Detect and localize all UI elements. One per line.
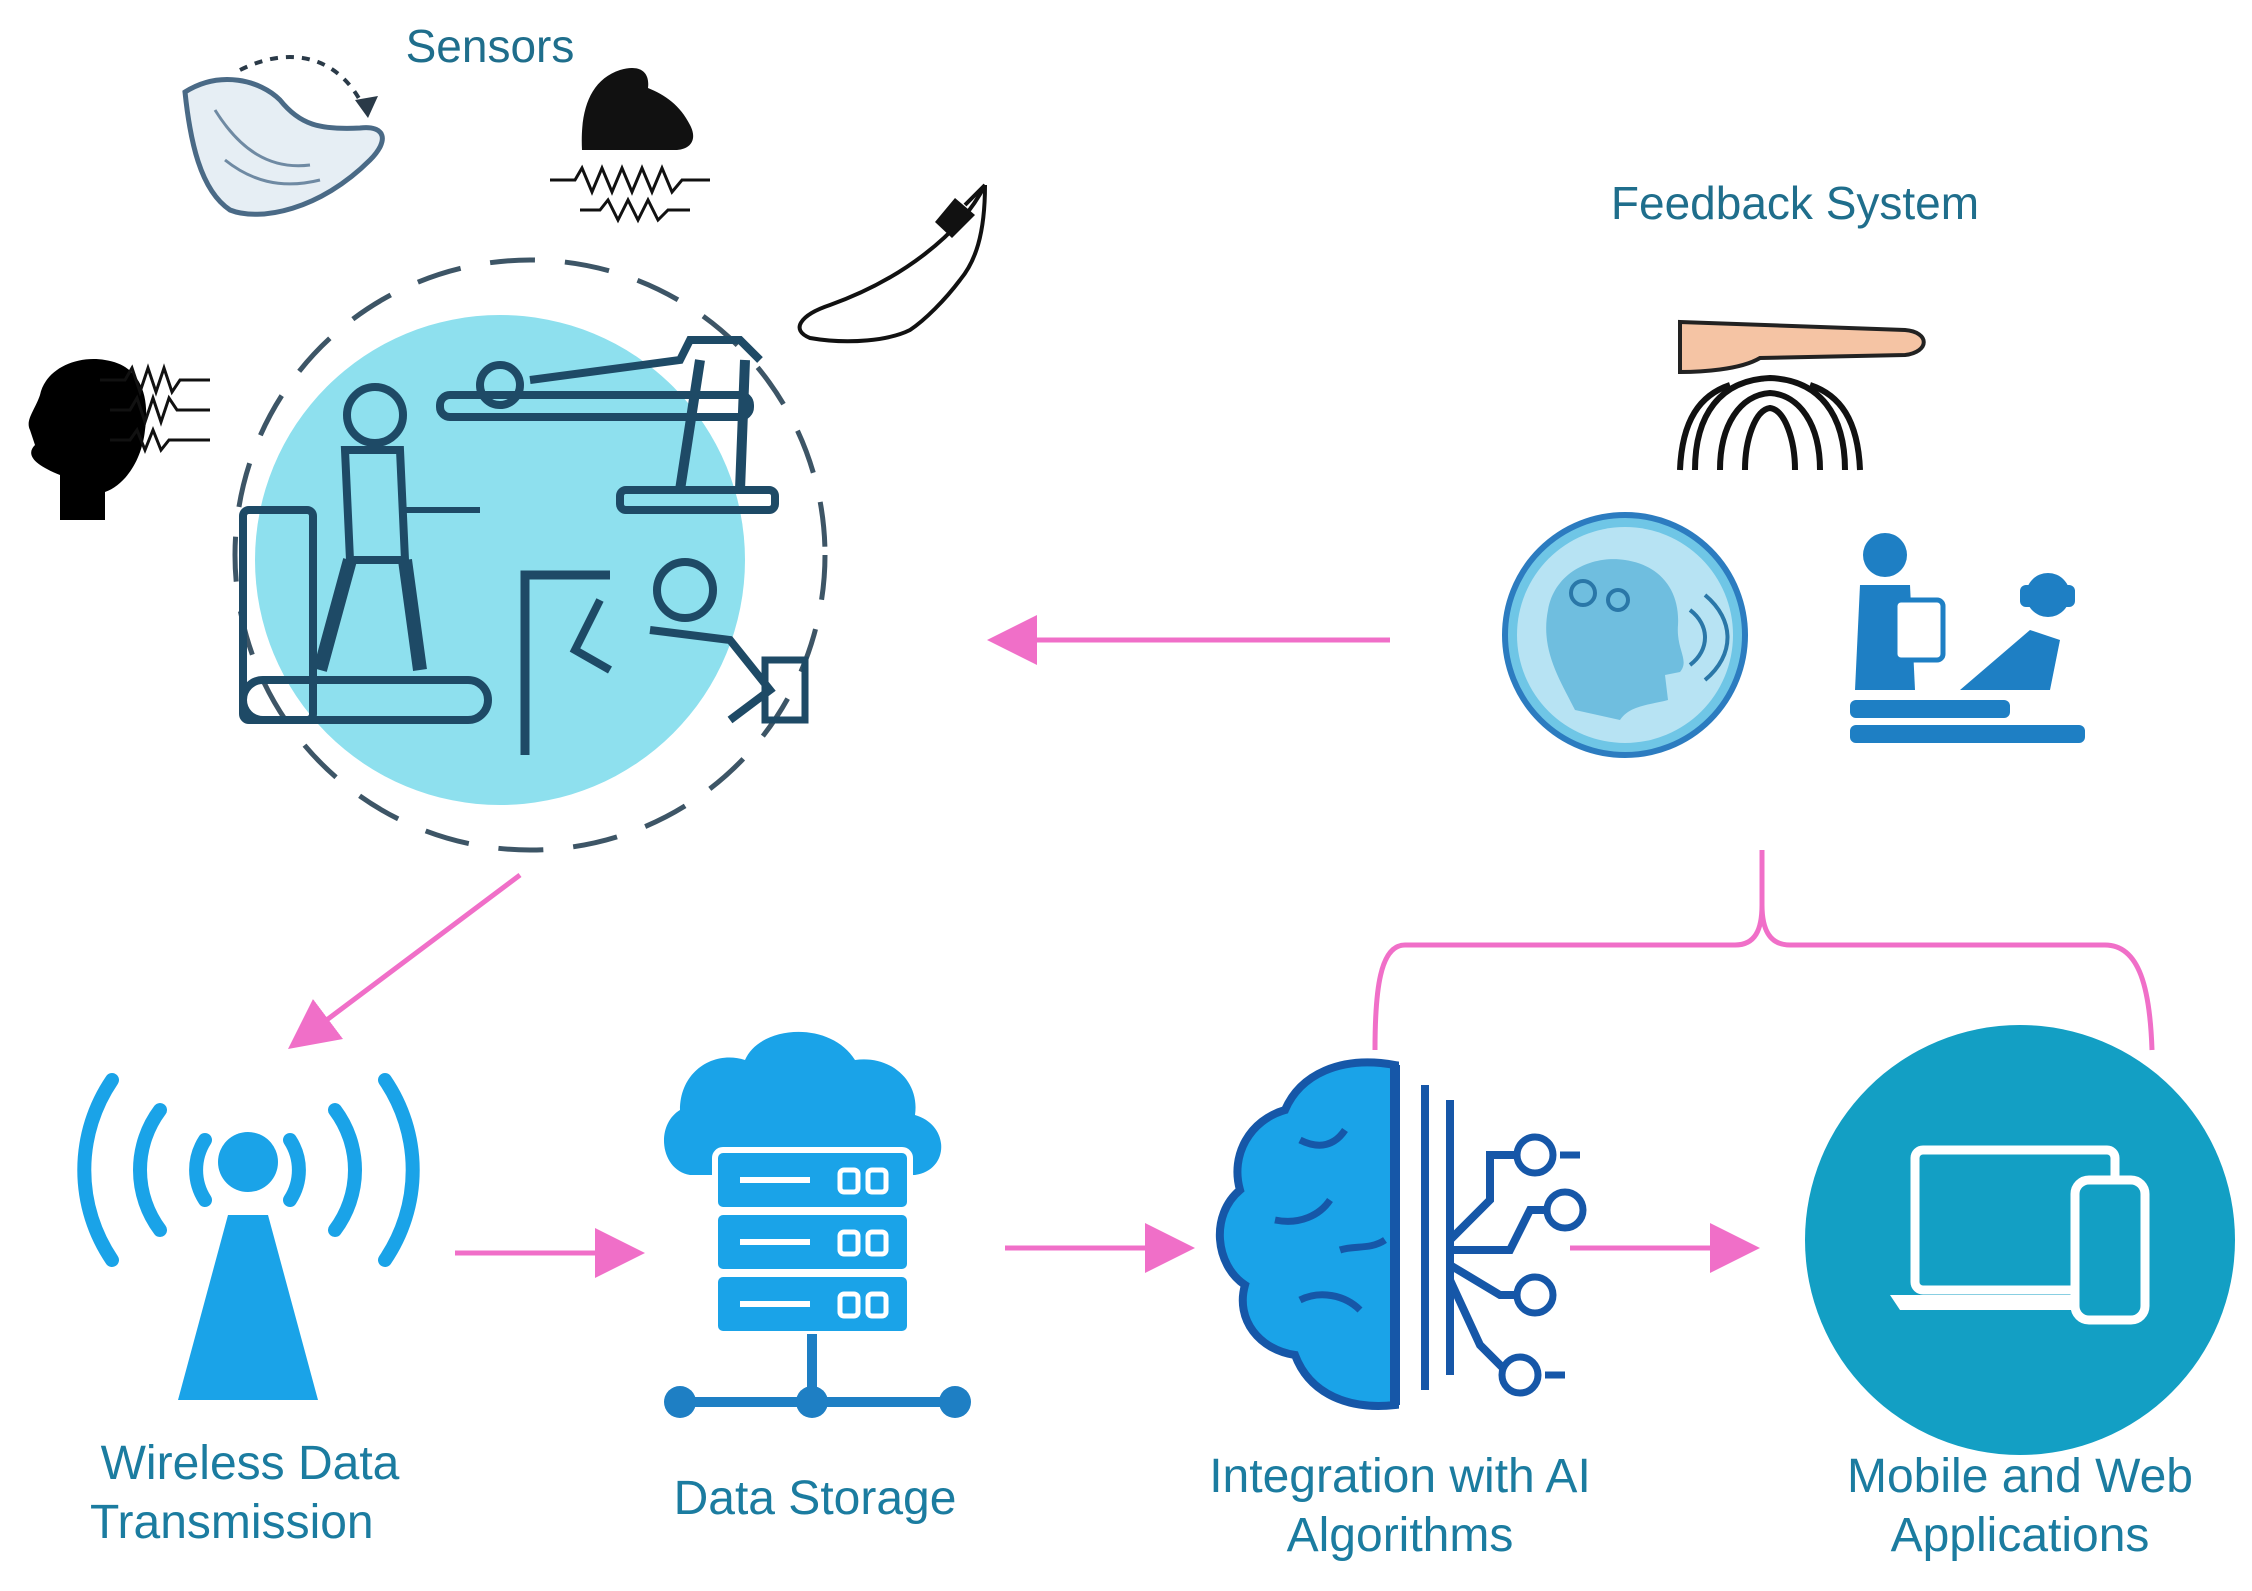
haptic-hand-icon (1677, 319, 1926, 471)
label-wireless-line2: Transmission (90, 1495, 374, 1549)
cloud-server-icon (663, 1031, 971, 1418)
leg-sensor-icon (797, 183, 987, 344)
label-wireless-line1: Wireless Data (100, 1437, 400, 1490)
robotic-rehabilitation-icon (232, 257, 828, 853)
label-data-storage: Data Storage (673, 1472, 957, 1525)
head-eeg-icon (28, 359, 210, 520)
ai-brain-circuit-icon (1216, 1058, 1587, 1410)
foot-motion-icon (182, 55, 385, 217)
label-sensors: Sensors (405, 20, 575, 72)
label-integration-ai: Integration with AI Algorithms (1170, 1448, 1630, 1565)
label-mobile-web-apps: Mobile and Web Applications (1800, 1448, 2240, 1565)
arrow-sensors-to-wireless (288, 873, 522, 1049)
label-apps-line1: Mobile and Web (1847, 1450, 2193, 1503)
label-apps-line2: Applications (1890, 1508, 2150, 1562)
label-ai-line2: Algorithms (1286, 1508, 1514, 1562)
label-ai-line1: Integration with AI (1209, 1450, 1591, 1503)
brain-cognitive-feedback-icon (1502, 512, 1748, 758)
label-wireless-data-transmission: Wireless Data Transmission (60, 1435, 440, 1552)
brace-connector (1372, 850, 2155, 1051)
devices-icon (1805, 1025, 2235, 1455)
therapist-vr-patient-icon (1850, 533, 2085, 743)
muscle-emg-icon (550, 68, 710, 224)
label-feedback-system: Feedback System (1610, 177, 1980, 229)
wireless-antenna-icon (77, 1073, 420, 1400)
